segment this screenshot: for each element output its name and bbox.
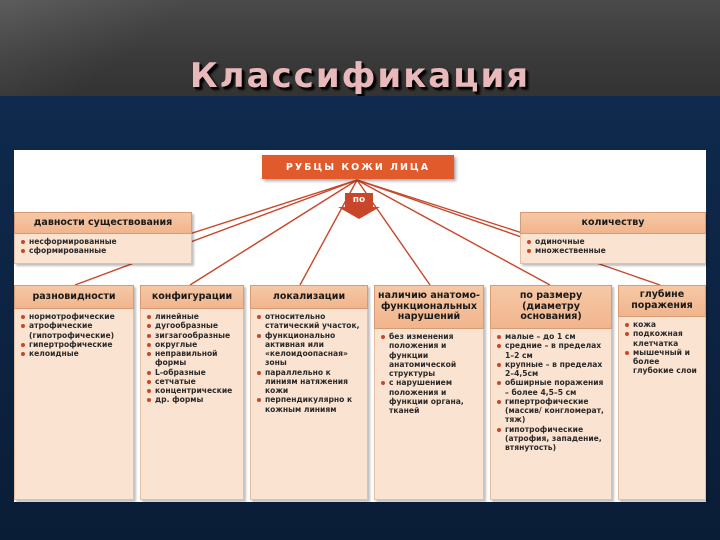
list-item: без изменения положения и функции анатом… [381,332,479,378]
category-localization: локализации относительно статический уча… [250,285,368,500]
category-items: кожа подкожная клетчатка мышечный и боле… [618,317,706,500]
list-item: дугообразные [147,321,239,330]
category-items: одиночные множественные [520,234,706,264]
list-item: неправильной формы [147,349,239,368]
list-item: атрофические (гипотрофические) [21,321,129,340]
category-title: разновидности [14,285,134,309]
list-item: с нарушением положения и функции органа,… [381,378,479,415]
category-size: по размеру (диаметру основания) малые – … [490,285,612,500]
list-item: средние – в пределах 1–2 см [497,341,607,360]
list-item: сформированные [21,246,187,255]
list-item: округлые [147,340,239,349]
list-item: келоидные [21,349,129,358]
category-title: локализации [250,285,368,309]
list-item: мышечный и более глубокие слои [625,348,701,376]
title-bar [0,0,720,96]
category-title: наличию анатомо-функциональных нарушений [374,285,484,329]
category-title: количеству [520,212,706,234]
category-title: глубине поражения [618,285,706,317]
list-item: гипертрофические (массив/ конгломерат, т… [497,397,607,425]
list-item: относительно статический участок, [257,312,363,331]
diagram-root: РУБЦЫ КОЖИ ЛИЦА [262,155,454,179]
category-variety: разновидности нормотрофические атрофичес… [14,285,134,500]
category-title: по размеру (диаметру основания) [490,285,612,329]
category-items: нормотрофические атрофические (гипотрофи… [14,309,134,500]
by-label: по [345,193,373,207]
list-item: обширные поражения – более 4,5–5 см [497,378,607,397]
category-items: несформированные сформированные [14,234,192,264]
list-item: зигзагообразные [147,331,239,340]
category-count: количеству одиночные множественные [520,212,706,264]
category-functional-disorders: наличию анатомо-функциональных нарушений… [374,285,484,500]
list-item: несформированные [21,237,187,246]
category-title: давности существования [14,212,192,234]
down-arrow-icon [338,207,380,219]
category-items: относительно статический участок, функци… [250,309,368,500]
list-item: множественные [527,246,701,255]
list-item: одиночные [527,237,701,246]
list-item: линейные [147,312,239,321]
list-item: др. формы [147,395,239,404]
list-item: концентрические [147,386,239,395]
list-item: L-образные [147,368,239,377]
category-configuration: конфигурации линейные дугообразные зигза… [140,285,244,500]
list-item: сетчатые [147,377,239,386]
category-age: давности существования несформированные … [14,212,192,264]
category-items: линейные дугообразные зигзагообразные ок… [140,309,244,500]
slide-title: Классификация [189,56,531,96]
category-depth: глубине поражения кожа подкожная клетчат… [618,285,706,500]
list-item: гипертрофические [21,340,129,349]
list-item: параллельно к линиям натяжения кожи [257,368,363,396]
list-item: кожа [625,320,701,329]
list-item: крупные – в пределах 2–4,5см [497,360,607,379]
category-items: малые – до 1 см средние – в пределах 1–2… [490,329,612,500]
list-item: функционально активная или «келоидоопасн… [257,331,363,368]
list-item: подкожная клетчатка [625,329,701,348]
list-item: малые – до 1 см [497,332,607,341]
list-item: нормотрофические [21,312,129,321]
list-item: перпендикулярно к кожным линиям [257,395,363,414]
list-item: гипотрофические (атрофия, западение, втя… [497,425,607,453]
category-items: без изменения положения и функции анатом… [374,329,484,500]
category-title: конфигурации [140,285,244,309]
